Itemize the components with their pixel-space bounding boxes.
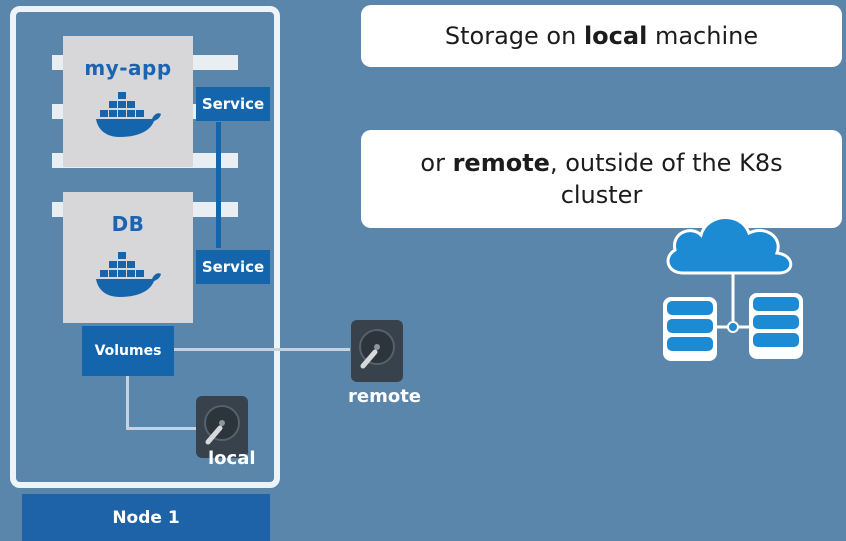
hard-drive-icon — [196, 396, 248, 458]
node-label: Node 1 — [22, 494, 270, 541]
callout-text: , outside of the K8s cluster — [549, 148, 783, 209]
callout-local: Storage on local machine — [361, 5, 842, 67]
callout-remote: or remote, outside of the K8s cluster — [361, 130, 842, 228]
service-badge-my-app: Service — [196, 87, 270, 121]
pod-title: DB — [111, 212, 145, 236]
remote-label: remote — [348, 386, 422, 407]
docker-whale-icon — [96, 252, 161, 297]
database-icon — [749, 293, 803, 359]
local-label: local — [208, 448, 256, 469]
service-badge-db: Service — [196, 250, 270, 284]
local-connector — [126, 427, 198, 430]
pod-my-app: my-app — [63, 36, 193, 167]
local-connector — [126, 376, 129, 430]
cloud-icon — [666, 216, 793, 275]
docker-whale-icon — [96, 92, 161, 137]
volumes-badge: Volumes — [82, 326, 174, 376]
callout-bold: remote — [452, 148, 550, 177]
hard-drive-icon — [351, 320, 403, 382]
cloud-storage-graphic — [663, 216, 803, 361]
database-icon — [663, 297, 717, 361]
pod-db: DB — [63, 192, 193, 323]
service-connector — [216, 122, 221, 248]
callout-text: machine — [647, 21, 759, 50]
callout-text: Storage on — [444, 21, 584, 50]
pod-title: my-app — [84, 56, 172, 80]
callout-text: or — [420, 148, 453, 177]
callout-bold: local — [583, 21, 648, 50]
remote-connector — [174, 348, 350, 351]
